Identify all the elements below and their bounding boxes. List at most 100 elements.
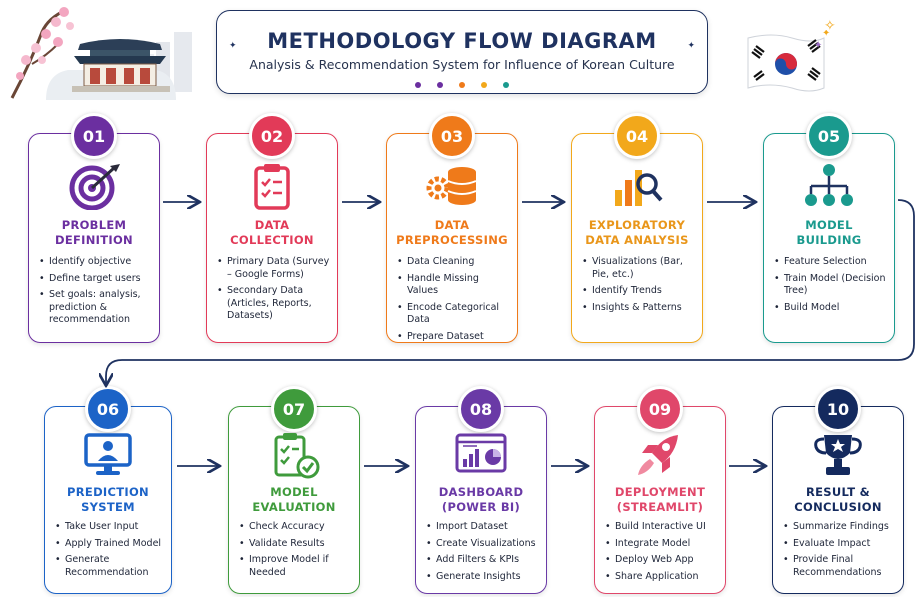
sparkle-icon: ✧ — [824, 18, 836, 34]
step-title-line: DATA — [254, 218, 290, 232]
step-card-03: 03 DATA PREPROCESSING Data Cleaning Hand… — [386, 113, 518, 344]
step-items: Visualizations (Bar, Pie, etc.) Identify… — [582, 256, 696, 318]
step-title: MODEL EVALUATION — [233, 485, 355, 515]
list-item: Encode Categorical Data — [397, 302, 511, 327]
rocket-icon — [638, 435, 678, 475]
step-card-01: 01 PROBLEM DEFINITION Identify objective… — [28, 113, 160, 343]
step-badge: 07 — [271, 386, 317, 432]
list-item: Primary Data (Survey – Google Forms) — [217, 256, 331, 281]
list-item: Evaluate Impact — [783, 538, 897, 551]
step-badge: 08 — [458, 386, 504, 432]
step-card-07: 07 MODEL EVALUATION Check Accuracy Valid… — [228, 386, 360, 594]
step-title: DASHBOARD (POWER BI) — [420, 485, 542, 515]
step-title: DATA PREPROCESSING — [391, 218, 513, 248]
page-subtitle: Analysis & Recommendation System for Inf… — [249, 57, 675, 72]
list-item: Validate Results — [239, 538, 353, 551]
list-item: Deploy Web App — [605, 554, 719, 567]
checklist-verified-icon — [274, 433, 320, 479]
sparkle-icon: ✦ — [687, 41, 695, 51]
step-items: Check Accuracy Validate Results Improve … — [239, 521, 353, 583]
step-title-line: MODEL — [805, 218, 853, 232]
monitor-user-icon — [84, 433, 132, 475]
step-card-08: 08 DASHBOARD (POWER BI) Import Dataset C… — [415, 386, 547, 594]
step-title-line: EVALUATION — [252, 500, 336, 514]
step-card-09: 09 DEPLOYMENT (STREAMLIT) Build Interact… — [594, 386, 726, 594]
list-item: Build Interactive UI — [605, 521, 719, 534]
step-items: Take User Input Apply Trained Model Gene… — [55, 521, 165, 583]
list-item: Secondary Data (Articles, Reports, Datas… — [217, 285, 331, 323]
step-title-line: MODEL — [270, 485, 318, 499]
step-title-line: (STREAMLIT) — [616, 500, 704, 514]
step-title-line: RESULT & — [805, 485, 871, 499]
list-item: Identify Trends — [582, 285, 696, 298]
list-item: Build Model — [774, 302, 888, 315]
step-card-05: 05 MODEL BUILDING Feature Selection Trai… — [763, 113, 895, 343]
step-title-line: DATA ANALYSIS — [585, 233, 689, 247]
decision-tree-icon — [805, 164, 853, 206]
step-title-line: DASHBOARD — [438, 485, 524, 499]
bar-chart-magnifier-icon — [615, 170, 663, 206]
step-title-line: DEFINITION — [55, 233, 133, 247]
list-item: Generate Insights — [426, 571, 540, 584]
step-title-line: PREPROCESSING — [396, 233, 508, 247]
step-items: Import Dataset Create Visualizations Add… — [426, 521, 540, 587]
step-title-line: EXPLORATORY — [588, 218, 686, 232]
step-badge: 02 — [249, 113, 295, 159]
list-item: Train Model (Decision Tree) — [774, 273, 888, 298]
step-badge: 06 — [85, 386, 131, 432]
list-item: Summarize Findings — [783, 521, 897, 534]
decorative-dots — [217, 82, 707, 88]
target-icon — [69, 164, 120, 210]
step-badge: 10 — [815, 386, 861, 432]
step-title-line: CONCLUSION — [794, 500, 882, 514]
step-title-line: DEPLOYMENT — [614, 485, 706, 499]
dashboard-icon — [455, 433, 507, 473]
list-item: Prepare Dataset — [397, 331, 511, 344]
list-item: Apply Trained Model — [55, 538, 165, 551]
step-badge: 03 — [429, 113, 475, 159]
korean-palace-illustration — [10, 7, 192, 100]
step-title: EXPLORATORY DATA ANALYSIS — [576, 218, 698, 248]
step-badge: 05 — [806, 113, 852, 159]
trophy-icon — [814, 435, 862, 475]
list-item: Import Dataset — [426, 521, 540, 534]
list-item: Feature Selection — [774, 256, 888, 269]
step-title: PROBLEM DEFINITION — [33, 218, 155, 248]
step-title: RESULT & CONCLUSION — [777, 485, 899, 515]
list-item: Identify objective — [39, 256, 153, 269]
list-item: Share Application — [605, 571, 719, 584]
step-title-line: BUILDING — [796, 233, 862, 247]
list-item: Take User Input — [55, 521, 165, 534]
sparkle-icon: ✦ — [229, 41, 237, 51]
step-title-line: PROBLEM — [61, 218, 127, 232]
step-title: PREDICTION SYSTEM — [49, 485, 167, 515]
step-items: Identify objective Define target users S… — [39, 256, 153, 331]
step-title: MODEL BUILDING — [768, 218, 890, 248]
list-item: Generate Recommendation — [55, 554, 165, 579]
step-items: Primary Data (Survey – Google Forms) Sec… — [217, 256, 331, 327]
step-badge: 01 — [71, 113, 117, 159]
step-title-line: SYSTEM — [81, 500, 135, 514]
step-title-line: PREDICTION — [67, 485, 149, 499]
dot — [459, 82, 465, 88]
list-item: Visualizations (Bar, Pie, etc.) — [582, 256, 696, 281]
page-title: METHODOLOGY FLOW DIAGRAM — [267, 29, 657, 53]
step-items: Build Interactive UI Integrate Model Dep… — [605, 521, 719, 587]
step-title-line: COLLECTION — [230, 233, 314, 247]
list-item: Check Accuracy — [239, 521, 353, 534]
dot — [481, 82, 487, 88]
step-items: Summarize Findings Evaluate Impact Provi… — [783, 521, 897, 583]
title-banner: ✦ ✦ METHODOLOGY FLOW DIAGRAM Analysis & … — [216, 10, 708, 94]
step-card-06: 06 PREDICTION SYSTEM Take User Input App… — [44, 386, 172, 594]
list-item: Set goals: analysis, prediction & recomm… — [39, 289, 153, 327]
korean-flag-icon: ✦ — [747, 30, 830, 92]
clipboard-checklist-icon — [254, 164, 290, 210]
list-item: Data Cleaning — [397, 256, 511, 269]
step-card-10: 10 RESULT & CONCLUSION Summarize Finding… — [772, 386, 904, 594]
list-item: Insights & Patterns — [582, 302, 696, 315]
step-card-02: 02 DATA COLLECTION Primary Data (Survey … — [206, 113, 338, 343]
list-item: Improve Model if Needed — [239, 554, 353, 579]
step-title: DATA COLLECTION — [211, 218, 333, 248]
gear-database-icon — [426, 167, 477, 205]
step-title-line: DATA — [434, 218, 470, 232]
